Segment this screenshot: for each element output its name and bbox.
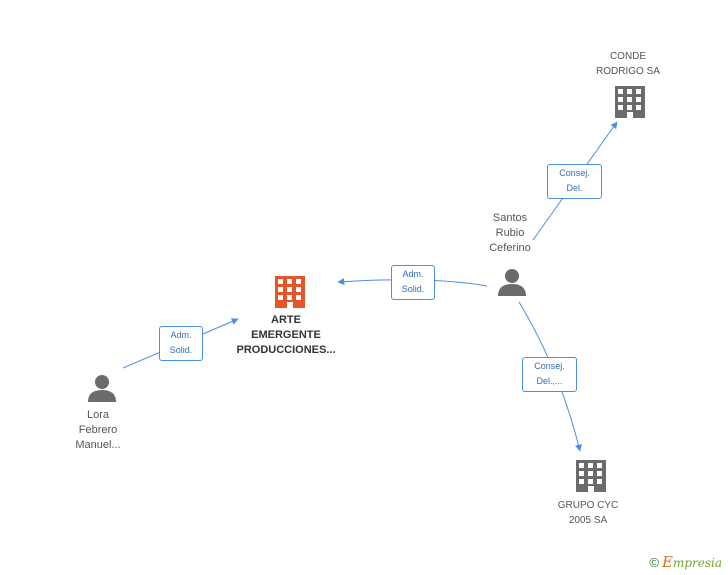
conde-building-icon[interactable] xyxy=(615,86,645,118)
lora-label-line-1: Lora xyxy=(86,409,110,421)
lora-label-line-3: Manuel... xyxy=(75,439,121,451)
empresia-logo-rest: mpresia xyxy=(672,556,722,570)
edge-label-santos-grupo-line-2: Del.,... xyxy=(536,376,563,386)
main-company-building-icon[interactable] xyxy=(275,276,305,308)
santos-person-icon[interactable] xyxy=(498,269,526,296)
edge-label-lora-main-line-2: Solid. xyxy=(169,345,193,355)
santos-label-line-2: Rubio xyxy=(495,227,525,239)
grupo-label-line-2: 2005 SA xyxy=(568,515,608,526)
edge-label-santos-conde-line-2: Del. xyxy=(566,183,583,193)
santos-label-line-1: Santos xyxy=(492,212,528,224)
edge-label-santos-conde-line-1: Consej. xyxy=(559,168,590,178)
santos-label-line-3: Ceferino xyxy=(489,242,531,254)
edge-label-santos-grupo[interactable]: Consej. Del.,... xyxy=(522,357,577,392)
edge-label-santos-conde[interactable]: Consej. Del. xyxy=(547,164,602,199)
conde-label-line-1: CONDE xyxy=(609,51,647,62)
santos-label[interactable]: Santos Rubio Ceferino xyxy=(470,211,550,256)
lora-person-icon[interactable] xyxy=(88,375,116,402)
empresia-credit[interactable]: ©Empresia xyxy=(649,553,722,571)
edge-label-lora-main[interactable]: Adm. Solid. xyxy=(159,326,203,361)
copyright-symbol: © xyxy=(649,555,659,570)
main-company-label[interactable]: ARTE EMERGENTE PRODUCCIONES... xyxy=(226,313,346,358)
edge-label-santos-main-line-2: Solid. xyxy=(401,284,425,294)
edge-label-santos-grupo-line-1: Consej. xyxy=(534,361,565,371)
edge-label-santos-main-line-1: Adm. xyxy=(402,269,424,279)
grupo-label-line-1: GRUPO CYC xyxy=(557,500,619,511)
main-company-label-line-1: ARTE xyxy=(271,314,301,326)
edge-label-santos-main[interactable]: Adm. Solid. xyxy=(391,265,435,300)
main-company-label-line-2: EMERGENTE xyxy=(251,329,321,341)
conde-label-line-2: RODRIGO SA xyxy=(596,66,660,77)
empresia-logo-initial: E xyxy=(661,553,673,571)
edge-label-lora-main-line-1: Adm. xyxy=(170,330,192,340)
lora-label-line-2: Febrero xyxy=(78,424,118,436)
empresia-logo: Empresia xyxy=(661,553,722,571)
grupo-building-icon[interactable] xyxy=(576,460,606,492)
conde-label[interactable]: CONDE RODRIGO SA xyxy=(578,49,678,79)
grupo-label[interactable]: GRUPO CYC 2005 SA xyxy=(543,498,633,528)
main-company-label-line-3: PRODUCCIONES... xyxy=(236,344,336,356)
lora-label[interactable]: Lora Febrero Manuel... xyxy=(58,408,138,453)
